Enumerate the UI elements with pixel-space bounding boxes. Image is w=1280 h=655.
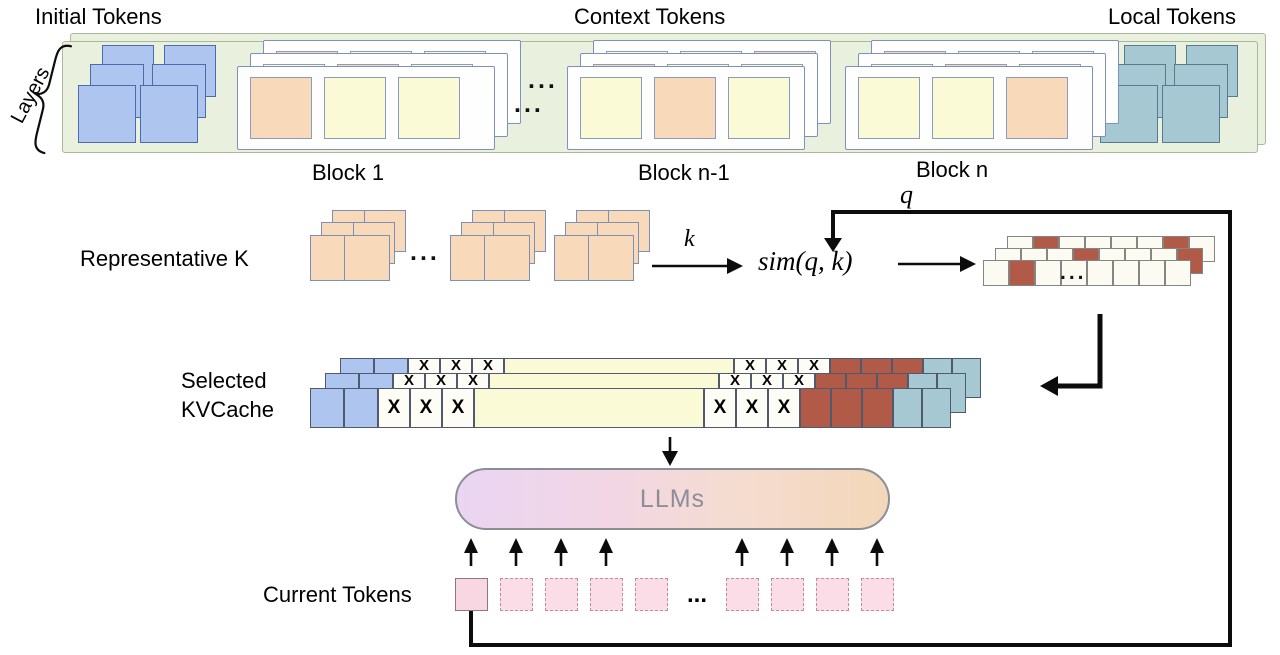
current-tokens-label: Current Tokens [263, 582, 412, 607]
context-block-layer [845, 66, 1093, 150]
score-stack [983, 236, 1215, 286]
ellipsis: ... [410, 238, 440, 266]
score-cell [1165, 260, 1191, 286]
cream-token-square [858, 77, 920, 139]
kvcache-cell-x: X [768, 388, 800, 428]
block-1-label: Block 1 [312, 160, 385, 185]
future-token-square [500, 578, 533, 611]
kvcache-cell-blue [344, 388, 378, 428]
token-square [78, 85, 136, 143]
ellipsis: ... [686, 580, 707, 608]
token-square [1162, 85, 1220, 143]
cream-token-square [398, 77, 460, 139]
current-token-square [455, 578, 488, 611]
cream-token-square [728, 77, 790, 139]
cream-token-square [324, 77, 386, 139]
cream-token-square [932, 77, 994, 139]
token-square [484, 235, 530, 281]
context-tokens-label: Context Tokens [574, 4, 726, 29]
score-cell [983, 260, 1009, 286]
kvcache-to-llm-arrow [662, 437, 678, 466]
token-square [588, 235, 634, 281]
selected-score-cell [1009, 260, 1035, 286]
kvcache-cell-x: X [442, 388, 474, 428]
block-n-label: Block n [916, 157, 989, 182]
score-row [983, 260, 1191, 286]
token-square [344, 235, 390, 281]
score-cell [1035, 260, 1061, 286]
score-cell [1139, 260, 1165, 286]
context-block-layer [567, 66, 805, 150]
future-token-square [590, 578, 623, 611]
future-token-square [545, 578, 578, 611]
kvcache-cell-x: X [378, 388, 410, 428]
score-cell [1087, 260, 1113, 286]
block-n-1-label: Block n-1 [638, 160, 730, 185]
current-tokens-row: ... [455, 578, 894, 611]
kvcache-cell-blue [310, 388, 344, 428]
kvcache-cell-x: X [704, 388, 736, 428]
future-token-square [635, 578, 668, 611]
peach-token-square [250, 77, 312, 139]
token-square [140, 85, 198, 143]
context-block-layer [237, 66, 495, 150]
sim-label: sim(q, k) [758, 246, 853, 276]
context-block-n-1 [567, 40, 831, 150]
k-arrow [652, 258, 743, 274]
peach-token-square [1006, 77, 1068, 139]
initial-tokens-label: Initial Tokens [35, 4, 162, 29]
representative-k-label: Representative K [80, 246, 249, 271]
future-token-square [861, 578, 894, 611]
kvcache-cell-yellow [474, 388, 704, 428]
kvcache-cell-x: X [410, 388, 442, 428]
ellipsis: ... [1060, 261, 1087, 284]
score-to-kvcache-arrow [1040, 314, 1103, 396]
kvcache-cell-teal [922, 388, 951, 428]
selected-label-line1: Selected [181, 368, 267, 393]
future-token-square [771, 578, 804, 611]
kvcache-cell-brown [800, 388, 831, 428]
q-label: q [900, 180, 913, 209]
current-to-llm-arrows [464, 538, 884, 566]
llm-pill: LLMs [455, 468, 890, 530]
context-block-n [845, 40, 1119, 150]
kvcache-cell-teal [893, 388, 922, 428]
layers-label: Layers [6, 63, 55, 127]
cream-token-square [580, 77, 642, 139]
local-tokens-label: Local Tokens [1108, 4, 1237, 29]
llm-label: LLMs [639, 484, 706, 513]
sim-to-score-arrow [898, 256, 976, 272]
k-label: k [684, 226, 695, 252]
selected-label-line2: KVCache [181, 397, 274, 422]
context-block-1 [237, 40, 521, 150]
future-token-square [816, 578, 849, 611]
kvcache-cell-x: X [736, 388, 768, 428]
future-token-square [726, 578, 759, 611]
ellipsis: ... [514, 90, 544, 118]
peach-token-square [654, 77, 716, 139]
ellipsis: ... [528, 66, 558, 94]
score-cell [1113, 260, 1139, 286]
kvcache-cell-brown [831, 388, 862, 428]
kvcache-cell-brown [862, 388, 893, 428]
